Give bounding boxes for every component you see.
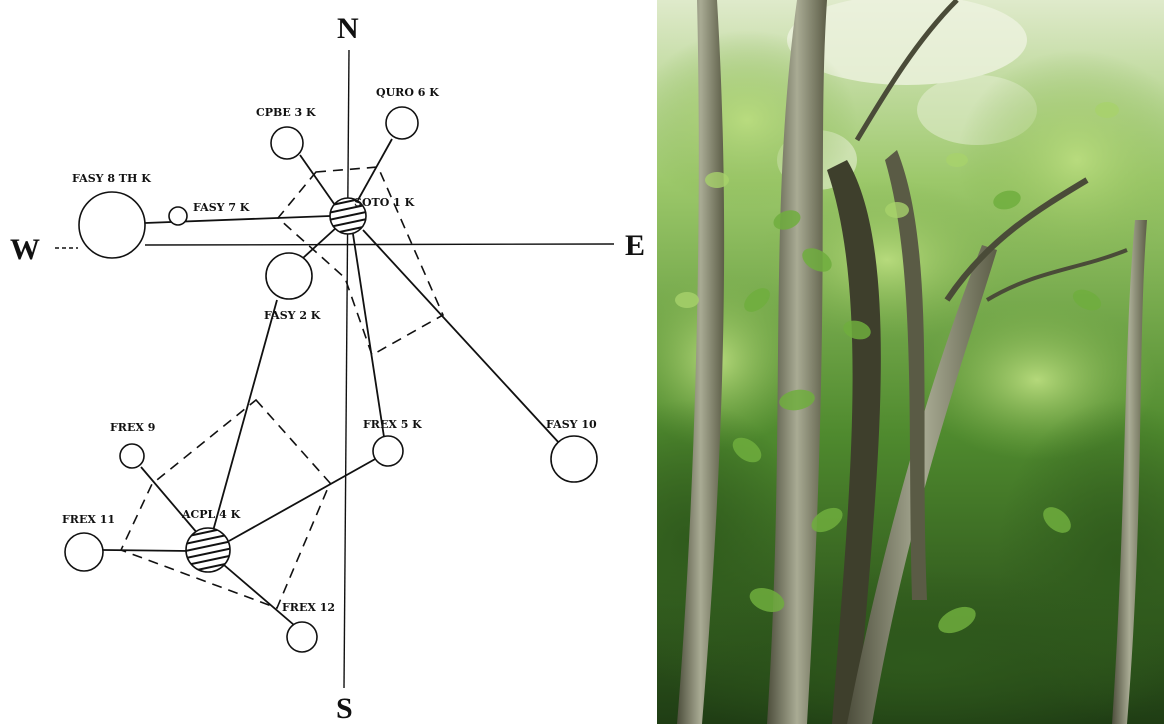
compass-north: N [337, 12, 359, 45]
tree-neighborhood-diagram: N S W E SOTO 1 K FASY 2 K CPBE 3 K ACPL … [10, 12, 645, 724]
tree-fasy2: FASY 2 K [264, 252, 321, 322]
tree-fasy10: FASY 10 [546, 418, 598, 483]
tree-acpl4: ACPL 4 K [181, 508, 241, 573]
compass-south: S [336, 692, 353, 724]
tree-label-frex5: FREX 5 K [363, 418, 422, 431]
compass-east: E [625, 229, 645, 262]
tree-label-fasy7: FASY 7 K [193, 201, 250, 214]
compass-west: W [10, 233, 40, 266]
influence-zone-soto [276, 166, 445, 357]
tree-label-acpl4: ACPL 4 K [181, 508, 241, 521]
north-south-axis [343, 49, 350, 689]
tree-label-fasy10: FASY 10 [546, 418, 597, 431]
west-east-axis [144, 243, 615, 246]
tree-soto1: SOTO 1 K [329, 196, 415, 235]
tree-fasy8: FASY 8 TH K [72, 172, 151, 259]
tree-frex5: FREX 5 K [363, 418, 422, 467]
tree-label-cpbe3: CPBE 3 K [256, 106, 316, 119]
influence-zone-acpl [119, 398, 331, 610]
tree-label-frex11: FREX 11 [62, 513, 115, 526]
tree-frex11: FREX 11 [62, 513, 115, 572]
tree-frex9: FREX 9 [110, 421, 155, 469]
tree-quro6: QURO 6 K [376, 86, 439, 140]
tree-fasy7: FASY 7 K [168, 201, 250, 226]
tree-label-fasy2: FASY 2 K [264, 309, 321, 322]
tree-label-frex12: FREX 12 [282, 601, 335, 614]
tree-frex12: FREX 12 [282, 601, 335, 653]
tree-label-frex9: FREX 9 [110, 421, 155, 434]
tree-cpbe3: CPBE 3 K [256, 106, 316, 160]
tree-label-quro6: QURO 6 K [376, 86, 439, 99]
forest-canopy-photo [657, 0, 1164, 724]
tree-label-fasy8: FASY 8 TH K [72, 172, 151, 185]
competition-lines-soto [144, 138, 561, 445]
tree-label-soto1: SOTO 1 K [354, 196, 415, 209]
competition-lines-acpl [102, 299, 378, 626]
